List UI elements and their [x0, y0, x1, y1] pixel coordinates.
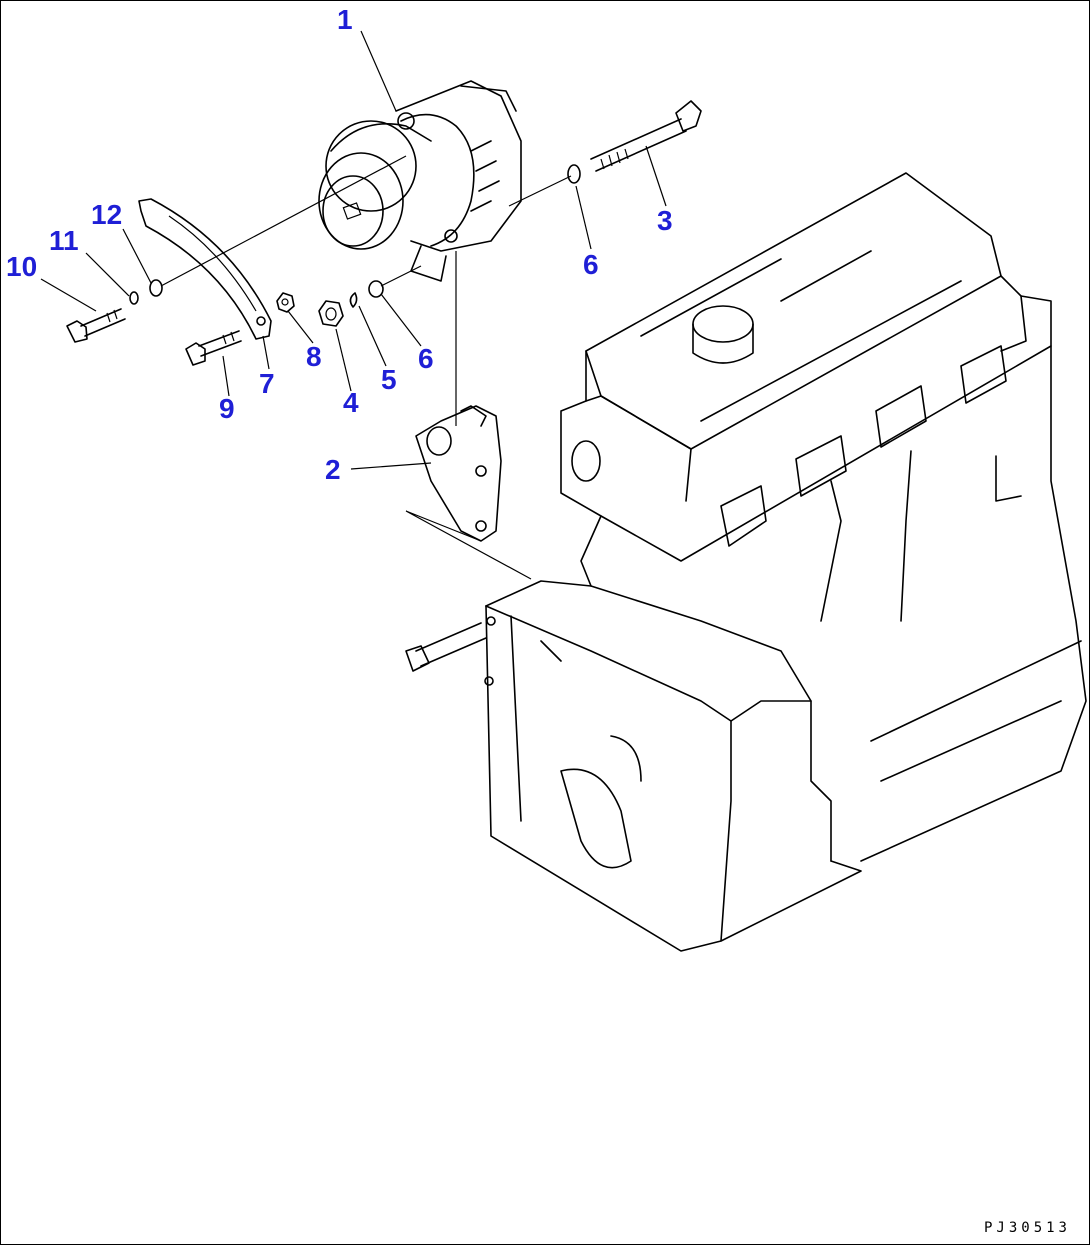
washer-6-upper [567, 164, 581, 184]
nut-8 [276, 292, 295, 313]
spring-washer-5 [349, 292, 358, 308]
callout-1: 1 [337, 4, 353, 35]
engine-block [405, 172, 1087, 952]
drawing-code: PJ30513 [983, 1220, 1071, 1236]
callout-6b: 6 [418, 343, 434, 374]
bolt-10 [66, 308, 126, 343]
bolt-9 [185, 330, 242, 366]
alternator [318, 80, 522, 282]
washer-6-lower [368, 280, 384, 298]
nut-4 [318, 300, 344, 327]
callout-7: 7 [259, 368, 275, 399]
assembly-lines [160, 155, 572, 580]
callout-3: 3 [657, 205, 673, 236]
callout-5: 5 [381, 364, 397, 395]
callout-9: 9 [219, 393, 235, 424]
callout-11: 11 [49, 225, 79, 256]
leader-lines [40, 30, 667, 470]
washer-12 [149, 279, 163, 297]
bracket [415, 405, 502, 542]
callout-4: 4 [343, 387, 359, 418]
callout-10: 10 [6, 251, 38, 282]
callout-2: 2 [325, 454, 341, 485]
callout-8: 8 [306, 341, 322, 372]
callout-12: 12 [91, 199, 123, 230]
spring-washer-11 [129, 291, 139, 305]
adjust-plate-7 [138, 198, 272, 340]
bolt-3 [590, 100, 702, 172]
callout-6a: 6 [583, 249, 599, 280]
